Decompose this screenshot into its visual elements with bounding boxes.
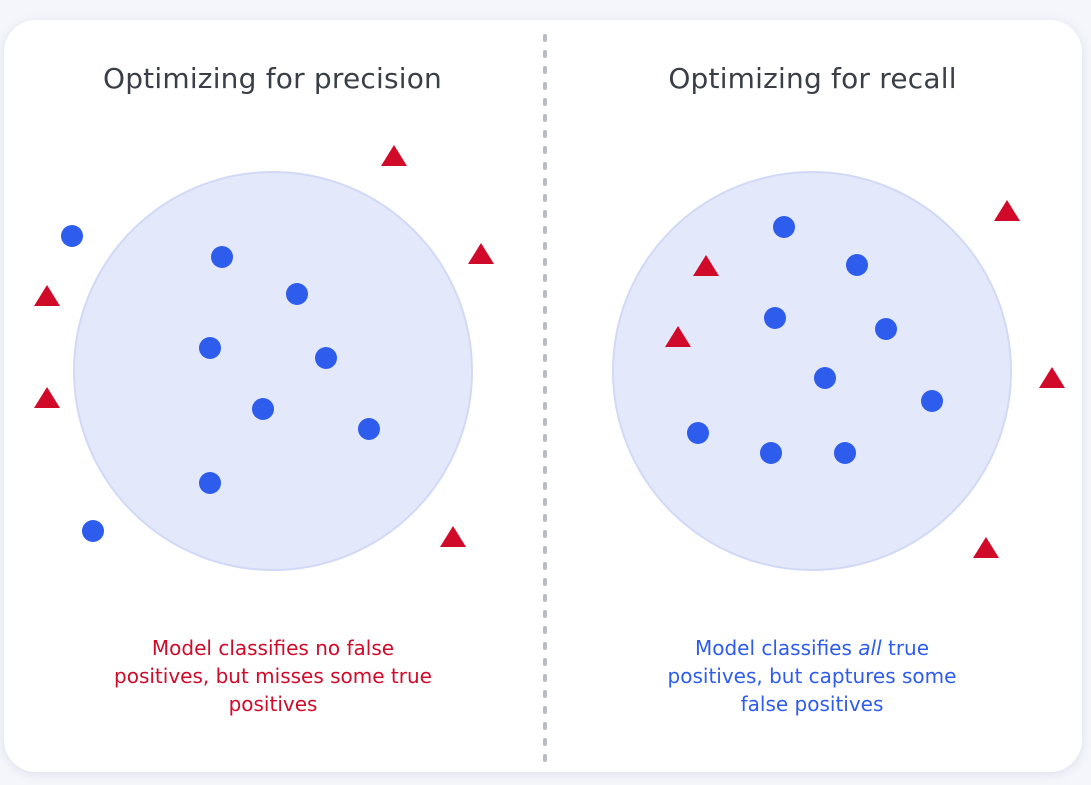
true-positive-inside: [286, 283, 308, 305]
true-negative-outside: [1039, 367, 1065, 388]
true-negative-outside: [468, 243, 494, 264]
recall-caption-emphasis: all: [858, 636, 882, 660]
true-negative-outside: [34, 387, 60, 408]
true-positive-inside: [199, 337, 221, 359]
true-negative-outside: [440, 526, 466, 547]
true-positive-inside: [252, 398, 274, 420]
true-positive-inside: [358, 418, 380, 440]
true-positive-inside: [921, 390, 943, 412]
true-positive-inside: [834, 442, 856, 464]
false-negative-outside: [82, 520, 104, 542]
recall-panel-title: Optimizing for recall: [668, 62, 957, 95]
false-negative-outside: [61, 225, 83, 247]
true-positive-inside: [773, 216, 795, 238]
recall-caption-text: Model classifies: [694, 636, 859, 660]
recall-points: [665, 200, 1065, 558]
true-positive-inside: [211, 246, 233, 268]
precision-panel-title: Optimizing for precision: [102, 62, 443, 95]
classifier-region-recall: [612, 171, 1012, 571]
true-negative-outside: [973, 537, 999, 558]
recall-caption: Model classifies all true positives, but…: [652, 634, 972, 718]
true-positive-inside: [875, 318, 897, 340]
false-positive-inside: [693, 255, 719, 276]
true-negative-outside: [381, 145, 407, 166]
true-positive-inside: [846, 254, 868, 276]
true-positive-inside: [760, 442, 782, 464]
true-positive-inside: [199, 472, 221, 494]
true-negative-outside: [994, 200, 1020, 221]
true-positive-inside: [764, 307, 786, 329]
precision-caption-text: Model classifies no false positives, but…: [114, 636, 432, 716]
recall-panel: [612, 171, 1065, 571]
true-positive-inside: [814, 367, 836, 389]
true-positive-inside: [687, 422, 709, 444]
precision-points: [34, 145, 494, 547]
true-positive-inside: [315, 347, 337, 369]
classifier-region-precision: [73, 171, 473, 571]
precision-panel: [34, 145, 494, 571]
true-negative-outside: [34, 285, 60, 306]
precision-caption: Model classifies no false positives, but…: [113, 634, 433, 718]
recall-caption-tail: true positives, but captures some false …: [667, 636, 957, 716]
false-positive-inside: [665, 326, 691, 347]
